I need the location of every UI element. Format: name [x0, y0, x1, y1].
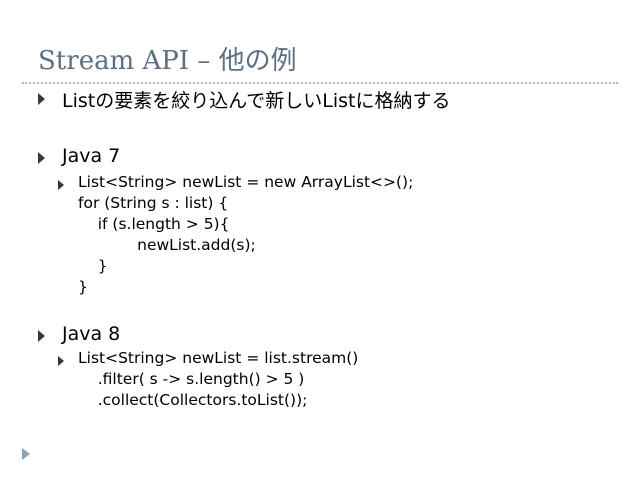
java7-code-block: List<String> newList = new ArrayList<>()… [78, 173, 414, 296]
bullet-text-3: Java 8 [62, 323, 121, 345]
bullet-arrow-icon [38, 93, 45, 105]
bullet-text-1: Listの要素を絞り込んで新しいListに格納する [62, 90, 451, 112]
title-divider [22, 82, 618, 84]
bullet-arrow-icon [38, 152, 45, 164]
sub-bullet-arrow-icon [58, 180, 64, 190]
java8-code-block: List<String> newList = list.stream() .fi… [78, 349, 359, 409]
slide-corner-marker-icon [22, 448, 30, 460]
slide-title: Stream API – 他の例 [38, 46, 297, 76]
bullet-arrow-icon [38, 330, 45, 342]
sub-bullet-arrow-icon [58, 356, 64, 366]
bullet-text-2: Java 7 [62, 145, 121, 167]
